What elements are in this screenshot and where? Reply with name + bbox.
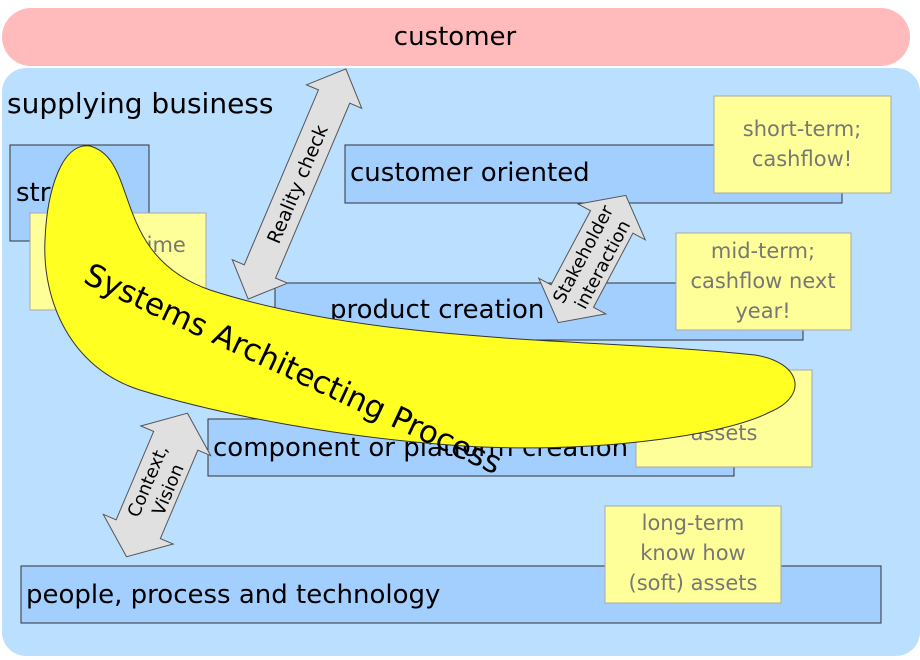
note-short-term-line-2: cashflow!: [752, 147, 852, 171]
product-creation-label: product creation: [330, 295, 544, 325]
systems-architecting-banana: [44, 145, 796, 449]
note-mid-term-line-3: year!: [735, 299, 790, 323]
note-long-term-soft-line-2: know how: [640, 541, 746, 565]
note-mid-term: mid-term; cashflow next year!: [675, 232, 852, 331]
supplying-business-label: supplying business: [7, 87, 273, 120]
customer-label: customer: [394, 22, 517, 52]
note-long-term-soft-line-3: (soft) assets: [629, 571, 758, 595]
note-mid-term-line-1: mid-term;: [711, 239, 815, 263]
note-short-term-line-1: short-term;: [743, 117, 862, 141]
customer-bar: [2, 8, 910, 66]
people-process-technology-label: people, process and technology: [26, 580, 440, 610]
customer-oriented-label: customer oriented: [350, 158, 590, 188]
note-long-term-soft: long-term know how (soft) assets: [604, 505, 782, 604]
note-mid-term-line-2: cashflow next: [690, 269, 835, 293]
note-long-term-soft-line-1: long-term: [642, 511, 745, 535]
note-short-term: short-term; cashflow!: [713, 95, 892, 194]
